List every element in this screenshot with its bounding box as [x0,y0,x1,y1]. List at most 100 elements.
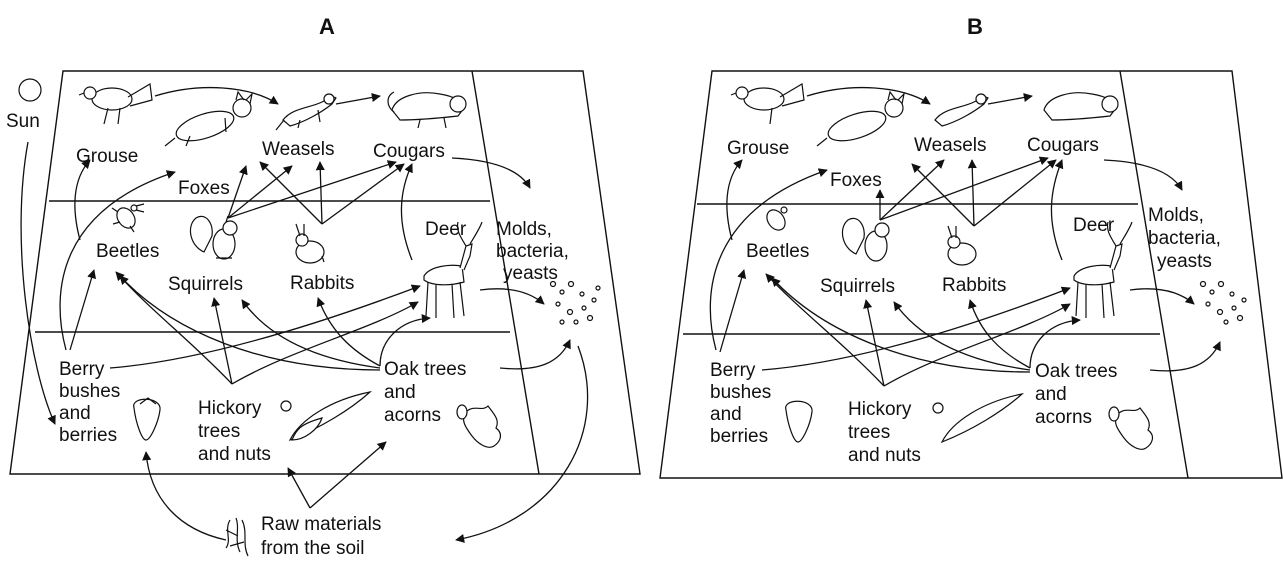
arrow-beetles-to-grouse-b [726,159,743,241]
arrow-beetles-to-grouse [74,159,91,241]
label-deer-a: Deer [425,219,467,240]
label-molds-a: Molds, bacteria, yeasts [496,219,574,284]
label-cougars-b: Cougars [1027,135,1099,156]
label-berry-line1-b: Berry [710,360,756,381]
grouse-icon [730,83,805,125]
arrow-raw-to-berry [142,451,227,541]
label-grouse-a: Grouse [76,146,138,167]
label-foxes-a: Foxes [178,178,230,199]
arrow-molds-to-raw [455,345,589,543]
arrow-weasels-to-cougars [335,92,381,105]
label-berry-line4-a: berries [59,425,117,446]
arrow-hickory-to-deer-b [883,303,1071,387]
label-berry-line2-b: bushes [710,382,771,403]
label-foxes-b: Foxes [830,170,882,191]
arrow-oak-to-squirrels [241,299,381,369]
label-berry-line3-a: and [59,403,91,424]
arrow-oak-to-squirrels-b [893,301,1031,371]
arrow-oak-to-deer-b [1029,316,1081,369]
arrow-squirrels-to-foxes [227,165,248,219]
arrow-grouse-to-weasels [154,86,279,105]
label-hickory-b: Hickory trees and nuts [848,399,921,466]
strawberry-icon [133,397,161,441]
arrow-rabbits-to-weasels-b [967,159,977,227]
label-berry-line2-a: bushes [59,381,120,402]
label-oak-line3-a: acorns [384,405,441,426]
label-beetles-a: Beetles [96,241,159,262]
beetle-icon [111,203,145,233]
sun-icon [18,78,42,102]
label-molds-line3-b: yeasts [1157,251,1212,272]
grouse-icon [78,83,153,125]
panel-b: B Grouse Foxes Weasels Cougars Molds, ba… [659,14,1283,479]
label-squirrels-a: Squirrels [168,274,243,295]
label-beetles-b: Beetles [746,241,809,262]
arrow-hickory-to-squirrels-b [863,299,885,387]
label-grouse-b: Grouse [727,138,789,159]
beetle-icon [766,206,788,231]
cougar-icon [1043,92,1119,121]
squirrel-icon [189,215,238,260]
label-hickory-line2-a: trees [198,421,240,442]
arrow-rabbits-to-cougars [321,163,405,225]
label-oak-line2-a: and [384,382,416,403]
arrow-oak-to-beetles-b [771,277,1031,373]
label-oak-b: Oak trees and acorns [1035,361,1123,428]
pyramid-frame-a [9,70,641,475]
label-oak-line2-b: and [1035,384,1067,405]
label-cougars-a: Cougars [373,141,445,162]
cougar-icon [387,91,467,129]
arrow-deer-to-cougars-b [1050,159,1064,261]
label-oak-line1-a: Oak trees [384,359,466,380]
label-molds-b: Molds, bacteria, yeasts [1148,205,1226,272]
arrow-rabbits-to-foxes-b [911,163,975,227]
label-oak-a: Oak trees and acorns [384,359,472,426]
arrow-cougars-to-molds-b [1103,159,1183,191]
arrow-cougars-to-molds [451,157,531,189]
label-sun: Sun [6,111,40,132]
fox-icon [164,90,253,147]
arrow-oak-to-beetles [119,275,381,371]
label-raw-line2: from the soil [261,538,364,559]
label-rabbits-b: Rabbits [942,275,1006,296]
label-berry-a: Berry bushes and berries [59,359,126,446]
panel-title-a: A [319,14,335,39]
arrow-hickory-to-deer [231,301,419,385]
weasel-icon [275,93,337,131]
label-deer-b: Deer [1073,215,1115,236]
arrow-deer-to-molds-b [1129,288,1195,305]
label-raw-line1: Raw materials [261,514,381,535]
label-berry-line1-a: Berry [59,359,105,380]
arrow-deer-to-cougars [400,163,413,261]
arrow-berry-to-foxes-b [709,168,828,351]
label-weasels-a: Weasels [262,139,335,160]
arrow-hickory-to-squirrels [211,297,233,385]
arrow-squirrels-to-cougars [227,160,397,219]
rabbit-icon [947,225,977,266]
arrow-oak-to-rabbits [316,297,381,367]
label-hickory-line3-a: and nuts [198,444,271,465]
roots-icon [225,517,249,557]
panel-a: A Sun Grouse Foxes Weasels Cougars Molds… [6,14,641,559]
arrow-squirrels-to-cougars-b [879,156,1049,221]
arrow-berry-to-beetles-b [719,269,747,353]
oak-leaf-icon [456,404,502,448]
label-rabbits-a: Rabbits [290,273,354,294]
label-squirrels-b: Squirrels [820,276,895,297]
arrow-oak-to-molds [499,339,571,370]
label-oak-line1-b: Oak trees [1035,361,1117,382]
weasel-icon [934,93,989,127]
arrow-squirrels-to-weasels-b [879,159,945,221]
arrow-raw-to-oak [309,441,387,509]
label-weasels-b: Weasels [914,135,987,156]
arrow-rabbits-to-cougars-b [973,159,1057,227]
fox-icon [816,90,905,147]
arrow-grouse-to-weasels-b [806,86,931,105]
arrow-berry-to-beetles [69,269,97,351]
label-hickory-line1-a: Hickory [198,398,262,419]
label-berry-line4-b: berries [710,426,768,447]
arrows-a [20,86,589,543]
arrows-b [709,86,1221,387]
arrow-squirrels-to-weasels [227,165,293,219]
